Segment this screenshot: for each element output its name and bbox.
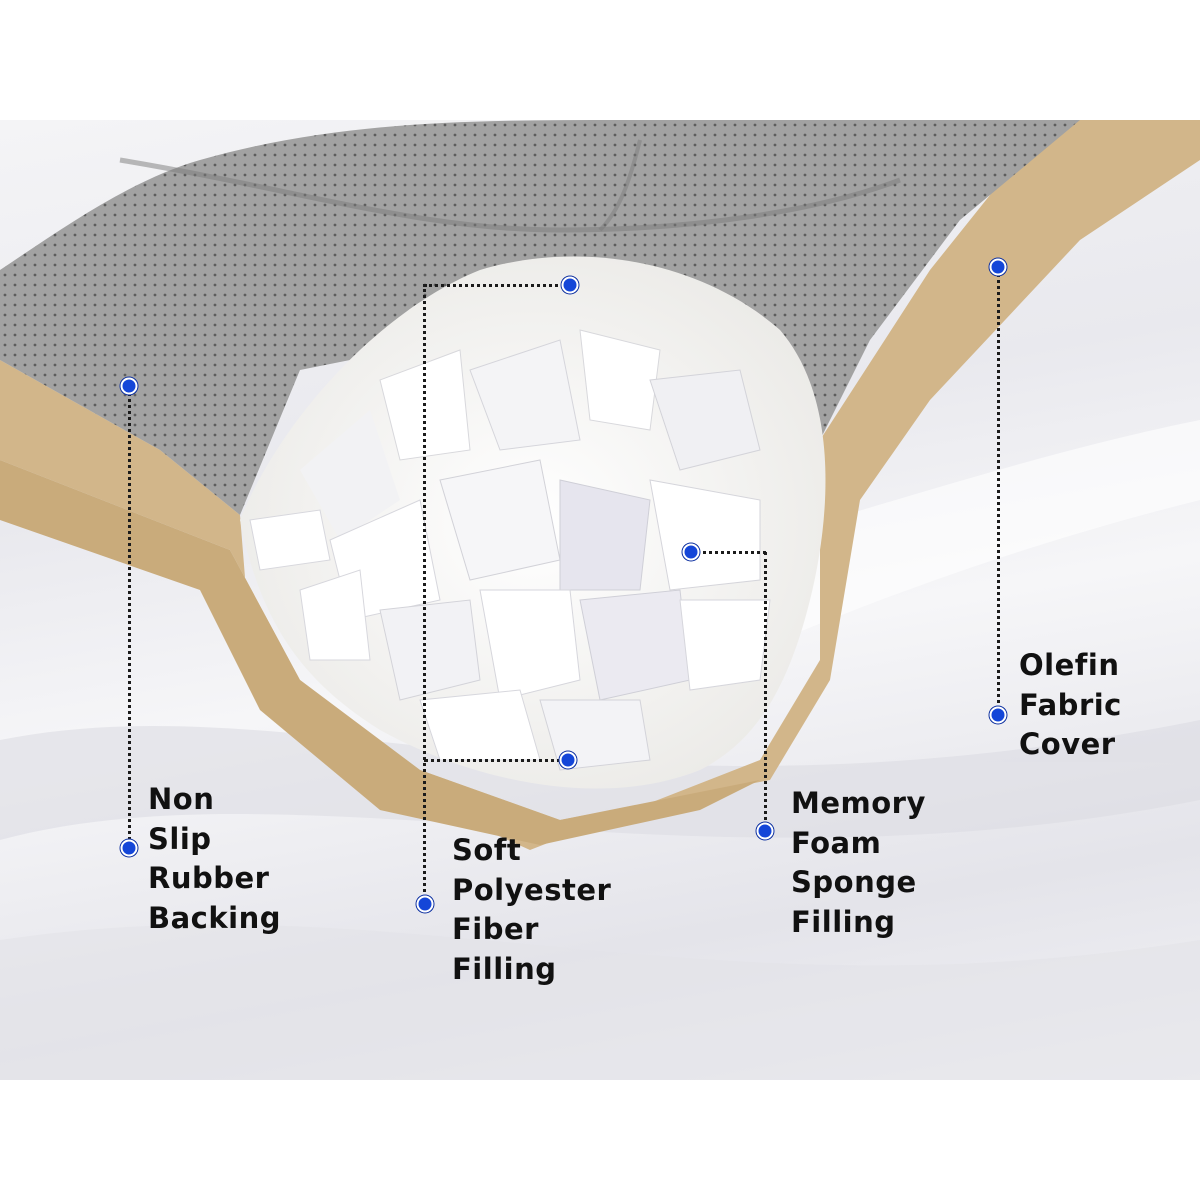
non-slip-label-line-1: Non [148, 782, 215, 816]
cushion-illustration [0, 120, 1200, 1080]
polyester-marker-bottom [416, 895, 434, 913]
memory-foam-leader-vertical [764, 552, 767, 832]
non-slip-label-line-4: Backing [148, 900, 281, 935]
memory-foam-label-line-4: Filling [791, 904, 896, 939]
polyester-leader-bottom [424, 759, 568, 762]
olefin-label-line-1: Olefin [1019, 648, 1120, 682]
olefin-label: Olefin Fabric Cover [1019, 646, 1122, 765]
polyester-label-line-3: Fiber [452, 912, 539, 946]
polyester-label-line-4: Filling [452, 951, 557, 986]
product-photo [0, 120, 1200, 1080]
non-slip-marker-bottom [120, 839, 138, 857]
memory-foam-marker-bottom [756, 822, 774, 840]
memory-foam-marker-top [682, 543, 700, 561]
memory-foam-label: Memory Foam Sponge Filling [791, 784, 926, 942]
polyester-label-line-2: Polyester [452, 872, 612, 907]
non-slip-label-line-2: Slip [148, 821, 212, 856]
non-slip-label-line-3: Rubber [148, 861, 270, 895]
olefin-label-line-2: Fabric [1019, 687, 1122, 722]
polyester-label-line-1: Soft [452, 833, 522, 867]
olefin-label-line-3: Cover [1019, 727, 1116, 761]
non-slip-leader-line [128, 386, 131, 848]
polyester-marker-middle [559, 751, 577, 769]
memory-foam-leader-horizontal [690, 551, 766, 554]
olefin-marker-top [989, 258, 1007, 276]
olefin-marker-bottom [989, 706, 1007, 724]
filling-cross-section [240, 256, 826, 789]
olefin-fabric-cover [0, 120, 1200, 850]
polyester-marker-top [561, 276, 579, 294]
polyester-leader-top [424, 284, 570, 287]
polyester-leader-vertical [423, 284, 426, 904]
non-slip-marker-top [120, 377, 138, 395]
polyester-label: Soft Polyester Fiber Filling [452, 831, 611, 989]
memory-foam-label-line-3: Sponge [791, 865, 917, 899]
olefin-leader-line [997, 267, 1000, 715]
memory-foam-label-line-2: Foam [791, 825, 882, 860]
memory-foam-label-line-1: Memory [791, 786, 926, 820]
non-slip-label: Non Slip Rubber Backing [148, 780, 281, 938]
